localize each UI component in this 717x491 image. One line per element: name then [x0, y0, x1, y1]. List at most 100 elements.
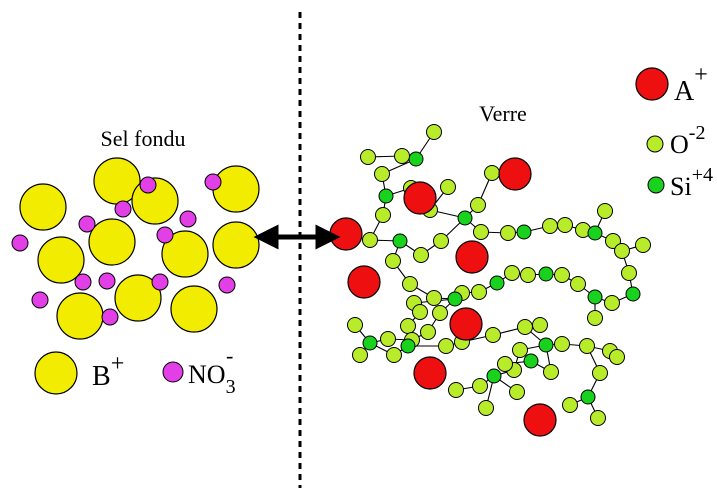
a-cation — [329, 217, 363, 251]
oxygen-atom — [520, 267, 536, 283]
b-cation — [19, 183, 67, 231]
a-cation — [403, 181, 437, 215]
oxygen-atom — [532, 317, 548, 333]
b-cation — [114, 274, 162, 322]
oxygen-atom — [484, 165, 500, 181]
no3-anion — [98, 272, 116, 290]
oxygen-atom — [374, 166, 390, 182]
oxygen-legend-icon — [646, 135, 664, 153]
oxygen-atom — [448, 382, 464, 398]
oxygen-atom — [472, 378, 488, 394]
no3-anion-legend-charge: - — [226, 343, 233, 368]
oxygen-atom — [362, 232, 378, 248]
oxygen-atom — [440, 179, 456, 195]
no3-anion — [31, 291, 49, 309]
oxygen-atom — [360, 149, 376, 165]
oxygen-atom — [413, 247, 429, 263]
molten-salt-title: Sel fondu — [101, 126, 186, 151]
right-legend: A+ O-2 Si+4 — [635, 62, 713, 201]
silicon-atom — [587, 289, 603, 305]
oxygen-atom — [543, 364, 559, 380]
silicon-atom — [580, 389, 596, 405]
no3-anion — [179, 210, 197, 228]
no3-anion — [101, 308, 119, 326]
oxygen-atom — [432, 305, 448, 321]
oxygen-atom — [394, 148, 410, 164]
oxygen-atom — [621, 265, 637, 281]
molten-salt-cluster — [11, 157, 260, 340]
oxygen-legend-label: O-2 — [670, 122, 705, 159]
oxygen-atom — [562, 397, 578, 413]
b-cation — [212, 221, 260, 269]
b-cation-legend-label: B+ — [92, 351, 124, 392]
b-cation — [37, 236, 85, 284]
a-cation-legend-icon — [635, 67, 669, 101]
left-legend: B+ NO3 - — [34, 343, 236, 398]
oxygen-atom — [438, 338, 454, 354]
silicon-atom — [523, 353, 539, 369]
oxygen-atom — [500, 225, 516, 241]
no3-anion — [156, 226, 174, 244]
oxygen-atom — [478, 400, 494, 416]
no3-anion-legend-label: NO3 — [188, 360, 236, 398]
oxygen-atom — [433, 233, 449, 249]
oxygen-atom — [557, 217, 573, 233]
oxygen-atom — [400, 318, 416, 334]
oxygen-atom — [579, 338, 595, 354]
oxygen-atom — [426, 290, 442, 306]
oxygen-atom — [380, 331, 396, 347]
a-cation — [455, 240, 489, 274]
no3-anion — [218, 276, 236, 294]
oxygen-atom — [375, 207, 391, 223]
oxygen-atom — [504, 265, 520, 281]
oxygen-atom — [497, 356, 513, 372]
silicon-atom — [587, 225, 603, 241]
silicon-atom — [538, 266, 554, 282]
oxygen-atom — [597, 203, 613, 219]
no3-anion-legend-icon — [162, 361, 184, 383]
no3-anion — [74, 273, 92, 291]
a-cation — [523, 403, 557, 437]
oxygen-atom — [412, 304, 428, 320]
oxygen-atom — [386, 347, 402, 363]
silicon-atom — [408, 151, 424, 167]
silicon-atom — [538, 337, 554, 353]
silicon-atom — [362, 335, 378, 351]
oxygen-atom — [485, 327, 501, 343]
a-cation-legend-label: A+ — [674, 62, 708, 107]
oxygen-atom — [471, 284, 487, 300]
oxygen-atom — [554, 336, 570, 352]
oxygen-atom — [542, 218, 558, 234]
oxygen-atom — [592, 365, 608, 381]
b-cation — [56, 292, 104, 340]
oxygen-atom — [604, 295, 620, 311]
oxygen-atom — [352, 347, 368, 363]
silicon-atom — [457, 210, 473, 226]
b-cation — [170, 285, 218, 333]
a-cation — [347, 265, 381, 299]
oxygen-atom — [635, 237, 651, 253]
oxygen-atom — [420, 324, 436, 340]
oxygen-atom — [426, 124, 442, 140]
silicon-legend-icon — [647, 176, 665, 194]
oxygen-atom — [470, 197, 486, 213]
oxygen-atom — [517, 319, 533, 335]
silicon-atom — [486, 368, 502, 384]
silicon-legend-label: Si+4 — [670, 164, 713, 201]
oxygen-atom — [587, 310, 603, 326]
oxygen-atom — [347, 317, 363, 333]
silicon-atom — [378, 188, 394, 204]
b-cation — [212, 165, 260, 213]
silicon-atom — [516, 224, 532, 240]
oxygen-atom — [570, 276, 586, 292]
no3-anion — [151, 273, 169, 291]
no3-anion — [78, 215, 96, 233]
b-cation-legend-icon — [34, 351, 78, 395]
oxygen-atom — [512, 342, 528, 358]
oxygen-atom — [385, 253, 401, 269]
oxygen-atom — [473, 224, 489, 240]
silicon-atom — [489, 275, 505, 291]
oxygen-atom — [590, 410, 606, 426]
oxygen-atom — [554, 267, 570, 283]
